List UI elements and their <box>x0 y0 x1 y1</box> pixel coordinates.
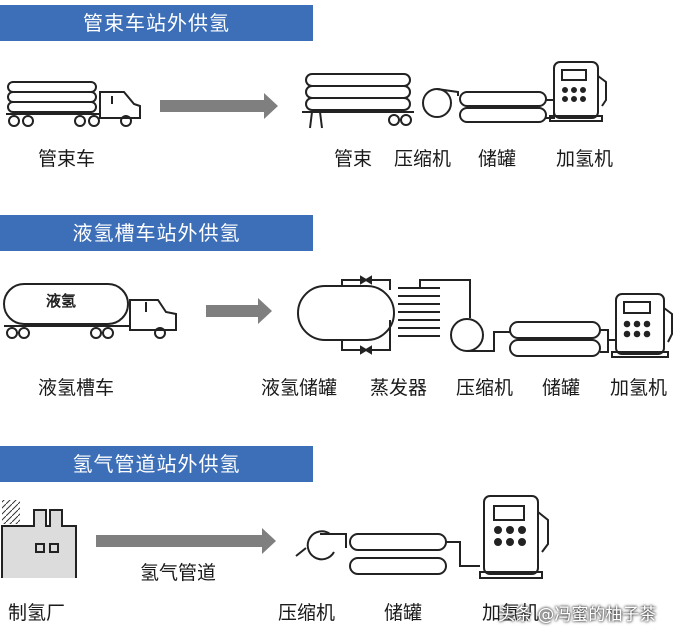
section3-title: 氢气管道站外供氢 <box>0 446 313 482</box>
label-lh2-storage: 液氢储罐 <box>261 377 338 399</box>
section1-title: 管束车站外供氢 <box>0 5 313 41</box>
factory-icon <box>1 500 77 578</box>
label-storage-tank: 储罐 <box>542 377 581 399</box>
liquid-hydrogen-tanker-icon <box>3 283 177 339</box>
label-storage-tank: 储罐 <box>384 602 423 624</box>
label-dispenser: 加氢机 <box>610 377 668 399</box>
watermark: 头条 @冯蜜的柚子茶 <box>498 605 657 625</box>
tube-trailer-icon <box>6 81 141 127</box>
label-evaporator: 蒸发器 <box>370 377 428 399</box>
label-tube-bundle: 管束 <box>334 148 373 170</box>
storage-tank-icon <box>459 91 547 123</box>
flow-arrow-3 <box>96 528 276 554</box>
liquid-hydrogen-storage-icon <box>297 275 395 355</box>
label-compressor: 压缩机 <box>456 377 514 399</box>
tank-label: 液氢 <box>46 292 76 310</box>
label-compressor: 压缩机 <box>278 602 336 624</box>
source-label-hydrogen-plant: 制氢厂 <box>8 602 66 624</box>
tube-bundle-icon <box>302 73 414 129</box>
flow-arrow-2 <box>206 298 272 324</box>
dispenser-icon <box>608 293 673 358</box>
compressor-icon <box>295 530 347 561</box>
dispenser-icon <box>479 495 549 579</box>
section2-title: 液氢槽车站外供氢 <box>0 215 313 251</box>
storage-tank-icon <box>509 321 601 357</box>
evaporator-icon <box>398 279 471 337</box>
source-label-tube-trailer: 管束车 <box>38 148 96 170</box>
compressor-icon <box>422 88 459 118</box>
label-compressor: 压缩机 <box>394 148 452 170</box>
storage-tank-icon <box>349 533 447 575</box>
label-dispenser: 加氢机 <box>556 148 614 170</box>
flow-arrow-1 <box>160 93 278 119</box>
pipeline-label: 氢气管道 <box>140 562 217 584</box>
source-label-lh2-tanker: 液氢槽车 <box>38 377 115 399</box>
label-storage-tank: 储罐 <box>478 148 517 170</box>
compressor-icon <box>450 318 510 352</box>
label-dispenser: 加氢机 <box>482 602 540 624</box>
dispenser-icon <box>549 61 607 122</box>
